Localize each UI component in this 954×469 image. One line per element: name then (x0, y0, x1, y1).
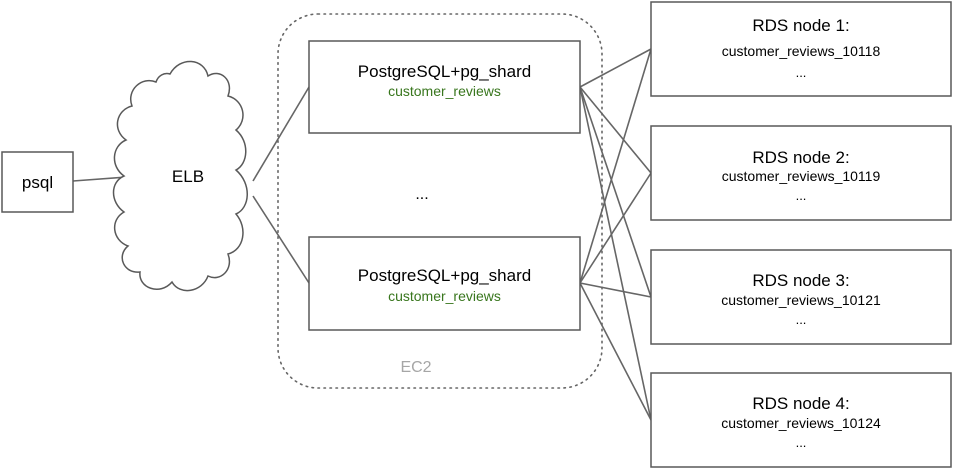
rds-title-2: RDS node 2: (752, 148, 849, 167)
ec2-group-border (277, 13, 603, 389)
rds-node-1: RDS node 1: customer_reviews_10118 ... (650, 1, 952, 97)
edge-coordinator-1-rds-1 (579, 48, 652, 88)
rds-box-2 (650, 125, 952, 221)
rds-more-4: ... (796, 435, 807, 450)
rds-node-2: RDS node 2: customer_reviews_10119 ... (650, 125, 952, 221)
edge-coordinator-1-rds-2 (579, 86, 652, 174)
coordinator-ellipsis: ... (415, 186, 428, 203)
coordinator-node-2: PostgreSQL+pg_shard customer_reviews (308, 236, 581, 331)
elb-cloud: ELB (112, 60, 248, 292)
coordinator-table-2: customer_reviews (388, 288, 501, 304)
rds-shard-1: customer_reviews_10118 (722, 43, 881, 59)
edge-coordinator-2-rds-4 (579, 282, 652, 421)
edge-elb-coordinator-1 (252, 86, 310, 182)
edge-coordinator-2-rds-3 (579, 282, 652, 298)
elb-label: ELB (172, 167, 204, 186)
rds-title-3: RDS node 3: (752, 271, 849, 290)
rds-more-1: ... (796, 65, 807, 80)
psql-client: psql (1, 151, 74, 213)
coordinator-box-1 (308, 40, 581, 134)
edge-coordinator-2-rds-2 (579, 172, 652, 284)
psql-box (1, 151, 74, 213)
edge-coordinator-1-rds-3 (579, 86, 652, 298)
coordinator-title-2: PostgreSQL+pg_shard (358, 266, 531, 285)
rds-shard-3: customer_reviews_10121 (721, 292, 881, 308)
rds-shard-2: customer_reviews_10119 (722, 168, 881, 184)
psql-label: psql (22, 173, 53, 192)
rds-shard-4: customer_reviews_10124 (721, 415, 881, 431)
rds-node-4: RDS node 4: customer_reviews_10124 ... (650, 372, 952, 468)
rds-box-1 (650, 1, 952, 97)
coordinator-box-2 (308, 236, 581, 331)
connections (72, 48, 652, 421)
rds-box-4 (650, 372, 952, 468)
cloud-icon (112, 60, 248, 292)
rds-title-1: RDS node 1: (752, 16, 849, 35)
coordinator-title-1: PostgreSQL+pg_shard (358, 62, 531, 81)
rds-box-3 (650, 249, 952, 345)
rds-more-2: ... (796, 188, 807, 203)
coordinator-table-1: customer_reviews (388, 83, 501, 99)
rds-title-4: RDS node 4: (752, 394, 849, 413)
rds-node-3: RDS node 3: customer_reviews_10121 ... (650, 249, 952, 345)
edge-coordinator-2-rds-1 (579, 48, 652, 284)
edge-coordinator-1-rds-4 (579, 86, 652, 421)
rds-more-3: ... (796, 312, 807, 327)
ec2-group-label: EC2 (400, 359, 431, 376)
edge-elb-coordinator-2 (252, 195, 310, 284)
coordinator-node-1: PostgreSQL+pg_shard customer_reviews (308, 40, 581, 134)
